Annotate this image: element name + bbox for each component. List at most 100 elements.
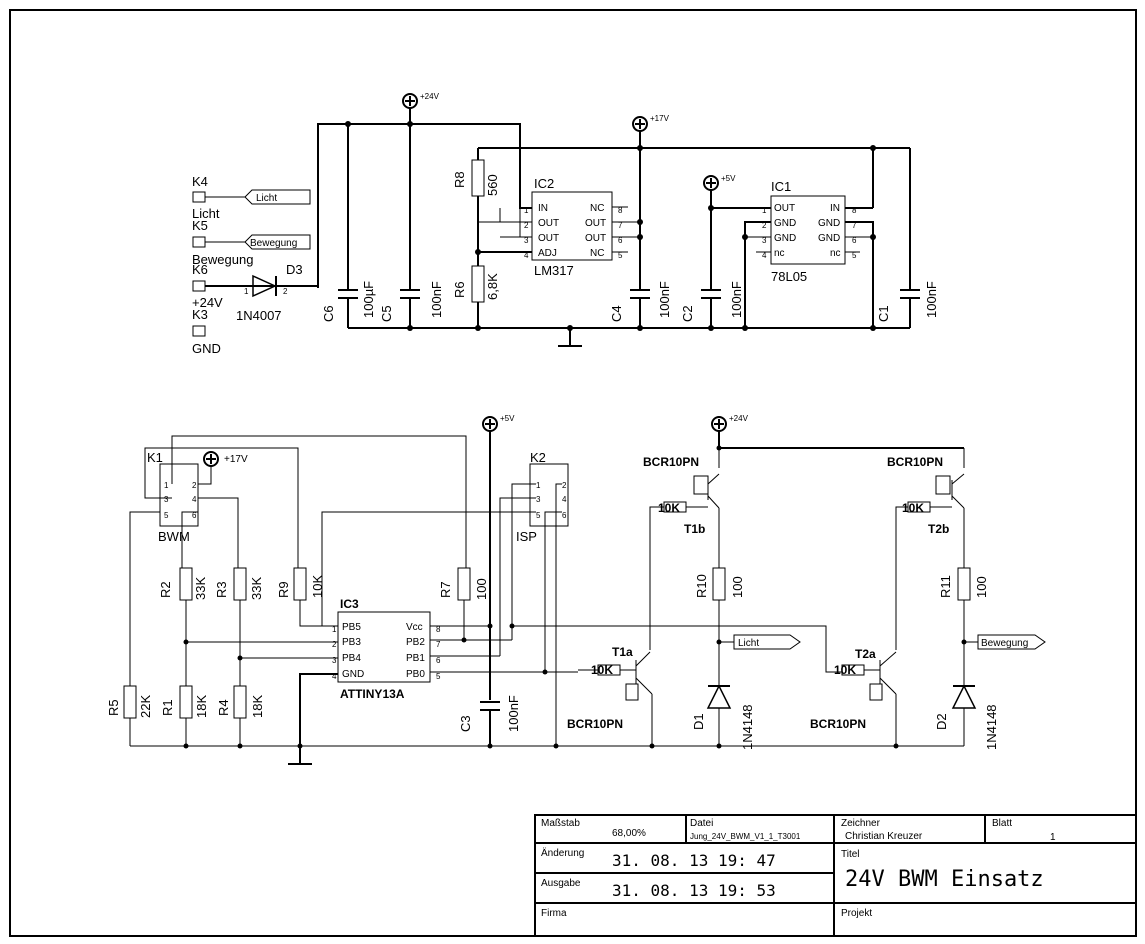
resistor-value: 18K — [194, 695, 209, 718]
resistor-value: 10K — [834, 663, 856, 677]
connector-ref: K6 — [192, 262, 208, 277]
supply-5v-top: +5V — [703, 174, 736, 191]
svg-text:5: 5 — [164, 511, 169, 520]
svg-text:2: 2 — [524, 221, 529, 230]
svg-text:7: 7 — [436, 640, 441, 649]
ausgabe-value: 31. 08. 13 19: 53 — [612, 881, 776, 900]
svg-text:5: 5 — [436, 672, 441, 681]
diode-ref: D2 — [934, 713, 949, 730]
titel-value: 24V BWM Einsatz — [845, 867, 1044, 892]
net-label-licht: Licht — [719, 634, 801, 650]
net-label: Licht — [256, 193, 277, 204]
pin-label: OUT — [538, 218, 559, 229]
blatt-value: 1 — [1050, 832, 1056, 843]
ic-ref: IC2 — [534, 176, 554, 191]
pin-label: GND — [818, 233, 840, 244]
ic-value: ATTINY13A — [340, 687, 405, 701]
pin-label: PB1 — [406, 653, 425, 664]
ic-value: LM317 — [534, 263, 574, 278]
diode-value: 1N4148 — [740, 704, 755, 750]
transistor-value: BCR10PN — [567, 717, 623, 731]
pin-label: OUT — [585, 218, 606, 229]
supply-label: +24V — [729, 414, 749, 423]
resistor-r4: R4 18K — [216, 685, 265, 719]
svg-text:2: 2 — [562, 481, 567, 490]
title-block: Maßstab 68,00% Datei Jung_24V_BWM_V1_1_T… — [534, 814, 1137, 937]
zeichner-value: Christian Kreuzer — [845, 831, 923, 842]
svg-text:2: 2 — [762, 221, 767, 230]
connector-ref: K2 — [530, 450, 546, 465]
aenderung-label: Änderung — [541, 847, 584, 859]
resistor-r9: R9 10K — [276, 567, 325, 601]
pin-label: NC — [590, 203, 604, 214]
transistor-t2b: BCR10PN T2b 10K — [887, 455, 965, 568]
net-label: Bewegung — [250, 238, 297, 249]
svg-text:1: 1 — [762, 206, 767, 215]
svg-text:4: 4 — [192, 495, 197, 504]
capacitor-c4: C4 100nF — [609, 281, 672, 328]
supply-label: +24V — [420, 92, 440, 101]
svg-text:6: 6 — [562, 511, 567, 520]
connector-label: +24V — [192, 295, 223, 310]
svg-text:5: 5 — [536, 511, 541, 520]
resistor-ref: R4 — [216, 699, 231, 716]
capacitor-c6: C6 100µF — [321, 281, 376, 328]
diode-d2: D2 1N4148 — [934, 684, 999, 750]
net-label: Bewegung — [981, 638, 1028, 649]
connector-label: BWM — [158, 529, 190, 544]
svg-text:2: 2 — [332, 640, 337, 649]
transistor-t1b: BCR10PN T1b 10K — [643, 455, 720, 568]
capacitor-value: 100µF — [361, 281, 376, 318]
svg-text:6: 6 — [618, 236, 623, 245]
pin-label: ADJ — [538, 248, 557, 259]
svg-text:2: 2 — [192, 481, 197, 490]
blatt-label: Blatt — [992, 818, 1012, 829]
resistor-r11: R11 100 — [938, 567, 989, 601]
resistor-value: 100 — [730, 576, 745, 598]
resistor-value: 10K — [591, 663, 613, 677]
connector-ref: K1 — [147, 450, 163, 465]
pin-label: GND — [818, 218, 840, 229]
resistor-value: 6,8K — [485, 273, 500, 300]
resistor-value: 10K — [310, 575, 325, 598]
diode-value: 1N4148 — [984, 704, 999, 750]
diode-ref: D3 — [286, 262, 303, 277]
supply-24v-bottom: +24V — [711, 414, 749, 432]
connector-k5: K5 Bewegung Bewegung — [192, 218, 311, 267]
capacitor-c1: C1 100nF — [876, 281, 939, 328]
svg-text:8: 8 — [852, 206, 857, 215]
resistor-ref: R3 — [214, 581, 229, 598]
connector-ref: K3 — [192, 307, 208, 322]
resistor-r6: R6 6,8K — [452, 265, 500, 303]
pin-label: nc — [774, 248, 785, 259]
capacitor-ref: C4 — [609, 305, 624, 322]
capacitor-ref: C2 — [680, 305, 695, 322]
capacitor-value: 100nF — [657, 281, 672, 318]
svg-text:3: 3 — [536, 495, 541, 504]
resistor-ref: R10 — [694, 574, 709, 598]
supply-24v-top: +24V — [402, 92, 440, 109]
ic-ref: IC1 — [771, 179, 791, 194]
connector-label: Bewegung — [192, 252, 253, 267]
connector-k3: K3 GND — [192, 307, 221, 356]
resistor-ref: R9 — [276, 581, 291, 598]
pin-label: OUT — [538, 233, 559, 244]
resistor-value: 33K — [249, 577, 264, 600]
svg-text:2: 2 — [283, 287, 288, 296]
svg-text:1: 1 — [244, 287, 249, 296]
transistor-ref: T2a — [855, 647, 876, 661]
resistor-r5: R5 22K — [106, 685, 153, 719]
supply-5v-bottom: +5V — [482, 414, 515, 432]
capacitor-c3: C3 100nF — [458, 695, 521, 732]
massstab-value: 68,00% — [612, 828, 646, 839]
capacitor-value: 100nF — [506, 695, 521, 732]
capacitor-value: 100nF — [429, 281, 444, 318]
titel-label: Titel — [841, 849, 860, 860]
resistor-value: 18K — [250, 695, 265, 718]
ic-ref: IC3 — [340, 597, 359, 611]
resistor-r3: R3 33K — [214, 567, 264, 601]
